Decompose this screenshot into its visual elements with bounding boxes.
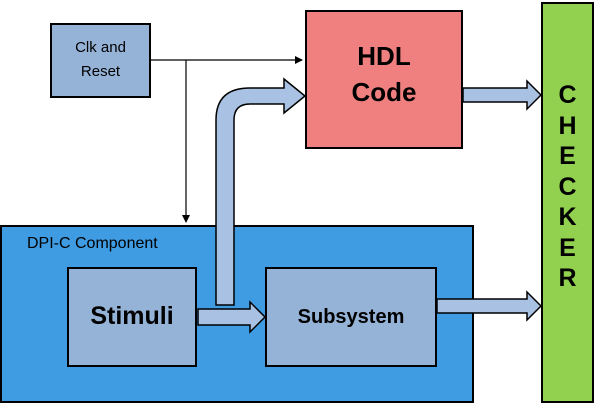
hdl-to-checker-arrow	[462, 79, 543, 111]
stimuli-block	[67, 267, 197, 367]
subsystem-label: Subsystem	[297, 306, 405, 328]
hdl-code-block	[305, 10, 463, 149]
clk-reset-label: Clk and Reset	[75, 39, 126, 80]
stimuli-to-subsystem-arrow	[197, 300, 267, 334]
checker-block	[541, 2, 594, 403]
subsystem-to-checker-arrow	[436, 290, 543, 322]
stimuli-to-hdl-arrow	[215, 77, 307, 306]
checker-label: CHECKER	[558, 81, 577, 292]
dpi-component-label: DPI-C Component	[27, 235, 158, 252]
stimuli-label: Stimuli	[90, 302, 174, 330]
clk-reset-block	[50, 23, 151, 98]
hdl-code-label: HDL Code	[351, 41, 417, 107]
